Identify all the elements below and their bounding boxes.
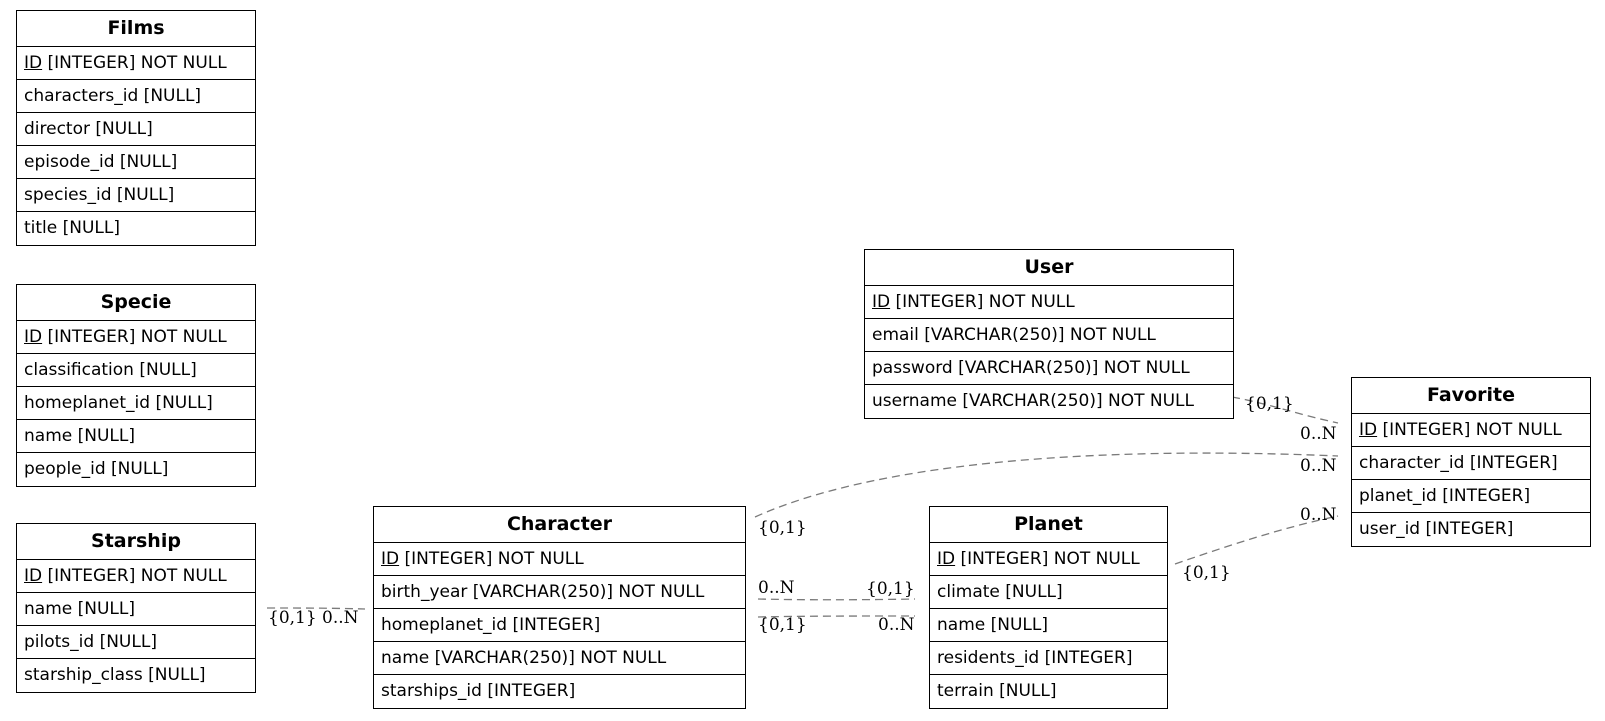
card-starship-character-from: {0,1} [268,608,317,628]
edge-planet-favorite [1174,515,1339,565]
field-row: terrain [NULL] [937,681,1057,701]
field-row: characters_id [NULL] [17,80,255,113]
field-type: [INTEGER] NOT NULL [890,292,1075,312]
edge-character-planet-home [757,615,916,618]
primary-key: ID [937,549,956,569]
card-user-favorite-from: {0,1} [1245,394,1294,414]
field-row: title [NULL] [24,218,121,238]
field-row: classification [NULL] [17,354,255,387]
field-row: planet_id [INTEGER] [1352,480,1590,513]
entity-planet: Planet ID [INTEGER] NOT NULL climate [NU… [929,506,1168,709]
field-row: ID [INTEGER] NOT NULL [17,47,255,80]
entity-user: User ID [INTEGER] NOT NULL email [VARCHA… [864,249,1234,419]
primary-key: ID [24,53,43,73]
card-character-planet-birth-from: 0..N [758,578,795,598]
card-character-planet-birth-to: {0,1} [866,579,915,599]
field-row: climate [NULL] [930,576,1167,609]
field-row: character_id [INTEGER] [1352,447,1590,480]
primary-key: ID [872,292,891,312]
field-row: password [VARCHAR(250)] NOT NULL [865,352,1233,385]
field-row: starships_id [INTEGER] [381,681,576,701]
field-row: ID [INTEGER] NOT NULL [374,543,745,576]
field-row: name [NULL] [930,609,1167,642]
entity-favorite: Favorite ID [INTEGER] NOT NULL character… [1351,377,1591,547]
edge-character-planet-birth [757,598,916,601]
field-row: homeplanet_id [NULL] [17,387,255,420]
card-planet-favorite-from: {0,1} [1182,563,1231,583]
field-row: pilots_id [NULL] [17,626,255,659]
field-row: residents_id [INTEGER] [930,642,1167,675]
entity-films: Films ID [INTEGER] NOT NULL characters_i… [16,10,256,246]
card-character-favorite-to: 0..N [1300,456,1337,476]
field-row: email [VARCHAR(250)] NOT NULL [865,319,1233,352]
entity-character: Character ID [INTEGER] NOT NULL birth_ye… [373,506,746,709]
entity-title: Films [17,11,255,47]
card-character-favorite-from: {0,1} [758,518,807,538]
primary-key: ID [24,327,43,347]
card-character-planet-home-to: 0..N [878,615,915,635]
field-type: [INTEGER] NOT NULL [42,327,227,347]
entity-title: Specie [17,285,255,321]
field-row: birth_year [VARCHAR(250)] NOT NULL [374,576,745,609]
field-row: ID [INTEGER] NOT NULL [17,321,255,354]
field-type: [INTEGER] NOT NULL [42,566,227,586]
field-row: user_id [INTEGER] [1359,519,1514,539]
entity-title: Favorite [1352,378,1590,414]
field-row: species_id [NULL] [17,179,255,212]
primary-key: ID [24,566,43,586]
field-type: [INTEGER] NOT NULL [955,549,1140,569]
field-row: username [VARCHAR(250)] NOT NULL [872,391,1194,411]
entity-specie: Specie ID [INTEGER] NOT NULL classificat… [16,284,256,487]
field-row: ID [INTEGER] NOT NULL [17,560,255,593]
field-row: ID [INTEGER] NOT NULL [930,543,1167,576]
field-row: name [NULL] [17,593,255,626]
entity-title: Planet [930,507,1167,543]
edge-character-favorite [754,452,1339,518]
field-row: homeplanet_id [INTEGER] [374,609,745,642]
field-row: episode_id [NULL] [17,146,255,179]
entity-title: Starship [17,524,255,560]
field-row: starship_class [NULL] [24,665,206,685]
field-row: ID [INTEGER] NOT NULL [865,286,1233,319]
entity-title: User [865,250,1233,286]
entity-starship: Starship ID [INTEGER] NOT NULL name [NUL… [16,523,256,693]
field-type: [INTEGER] NOT NULL [42,53,227,73]
field-row: name [NULL] [17,420,255,453]
edge-user-favorite [1231,396,1339,424]
field-row: people_id [NULL] [24,459,169,479]
field-type: [INTEGER] NOT NULL [1377,420,1562,440]
field-row: name [VARCHAR(250)] NOT NULL [374,642,745,675]
entity-title: Character [374,507,745,543]
field-row: ID [INTEGER] NOT NULL [1352,414,1590,447]
card-character-planet-home-from: {0,1} [758,615,807,635]
card-planet-favorite-to: 0..N [1300,505,1337,525]
primary-key: ID [1359,420,1378,440]
field-row: director [NULL] [17,113,255,146]
card-user-favorite-to: 0..N [1300,424,1337,444]
primary-key: ID [381,549,400,569]
card-starship-character-to: 0..N [322,608,359,628]
field-type: [INTEGER] NOT NULL [399,549,584,569]
